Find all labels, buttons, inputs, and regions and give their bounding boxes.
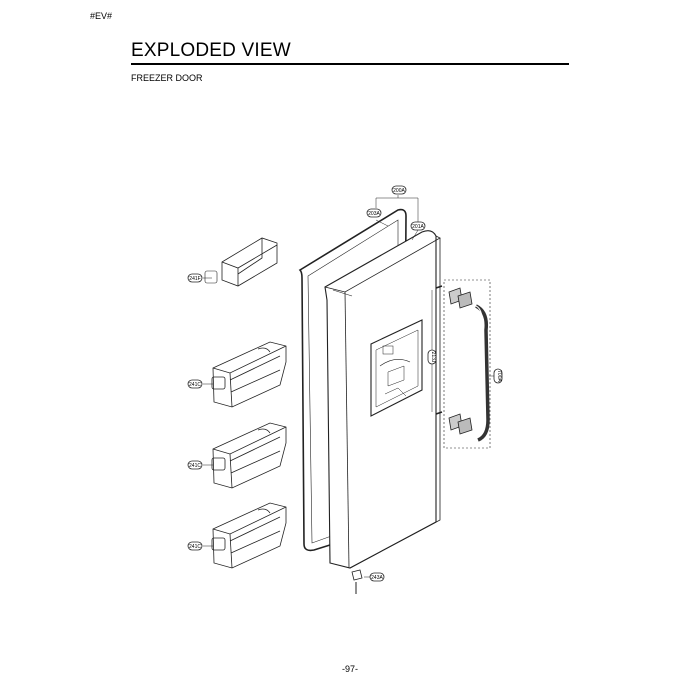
leader-lines bbox=[203, 195, 494, 578]
callout-241C: 241C bbox=[187, 460, 203, 470]
callout-label: 200A bbox=[393, 188, 405, 194]
callout-200A: 200A bbox=[391, 185, 407, 195]
door-basket bbox=[211, 422, 287, 489]
callout-213J: 213J bbox=[427, 349, 437, 365]
door-basket bbox=[211, 502, 287, 569]
callout-label: 241C bbox=[189, 382, 201, 388]
callout-label: 241C bbox=[189, 544, 201, 550]
title-rule bbox=[131, 63, 569, 65]
callout-label: 700A bbox=[496, 370, 502, 382]
freezer-door bbox=[324, 230, 441, 594]
page-number: -97- bbox=[341, 664, 358, 674]
callout-241C: 241C bbox=[187, 379, 203, 389]
callout-label: 241C bbox=[189, 463, 201, 469]
page-title: EXPLODED VIEW bbox=[131, 40, 291, 61]
callout-label: 203A bbox=[368, 211, 380, 217]
callout-label: 213J bbox=[430, 352, 436, 363]
callout-201A: 201A bbox=[410, 221, 426, 231]
callout-label: 241F bbox=[189, 276, 200, 282]
callout-241F: 241F bbox=[187, 273, 203, 283]
callout-243A: 243A bbox=[369, 572, 385, 582]
section-subtitle: FREEZER DOOR bbox=[131, 73, 203, 83]
callout-203A: 203A bbox=[366, 208, 382, 218]
callout-241C: 241C bbox=[187, 541, 203, 551]
callout-label: 243A bbox=[371, 575, 383, 581]
door-cover-part bbox=[204, 237, 278, 287]
callout-label: 201A bbox=[412, 224, 424, 230]
document-tag: #EV# bbox=[90, 11, 113, 21]
handle-assembly bbox=[431, 279, 491, 449]
door-basket bbox=[211, 341, 287, 408]
callout-700A: 700A bbox=[493, 368, 503, 384]
